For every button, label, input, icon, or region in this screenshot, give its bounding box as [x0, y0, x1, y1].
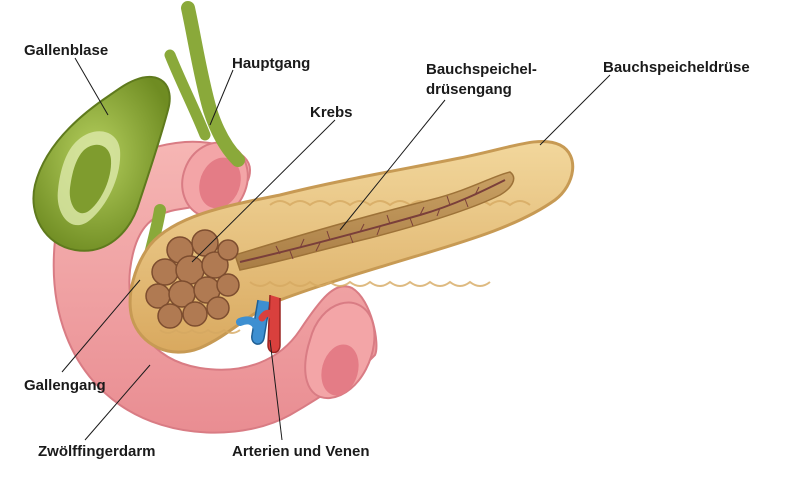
label-bile-duct: Gallengang	[24, 377, 106, 394]
label-main-duct: Hauptgang	[232, 55, 310, 72]
tumor-mass	[145, 229, 240, 329]
label-cancer: Krebs	[310, 104, 353, 121]
label-pancreas: Bauchspeicheldrüse	[603, 59, 750, 76]
label-duodenum: Zwölffingerdarm	[38, 443, 156, 460]
blood-vessels	[236, 294, 281, 354]
label-pancreatic-duct-line1: Bauchspeichel-	[426, 61, 537, 78]
pancreas	[128, 139, 575, 354]
label-vessels: Arterien und Venen	[232, 443, 370, 460]
label-pancreatic-duct-line2: drüsengang	[426, 81, 512, 98]
label-gallbladder: Gallenblase	[24, 42, 108, 59]
leader-lines	[61, 57, 611, 441]
